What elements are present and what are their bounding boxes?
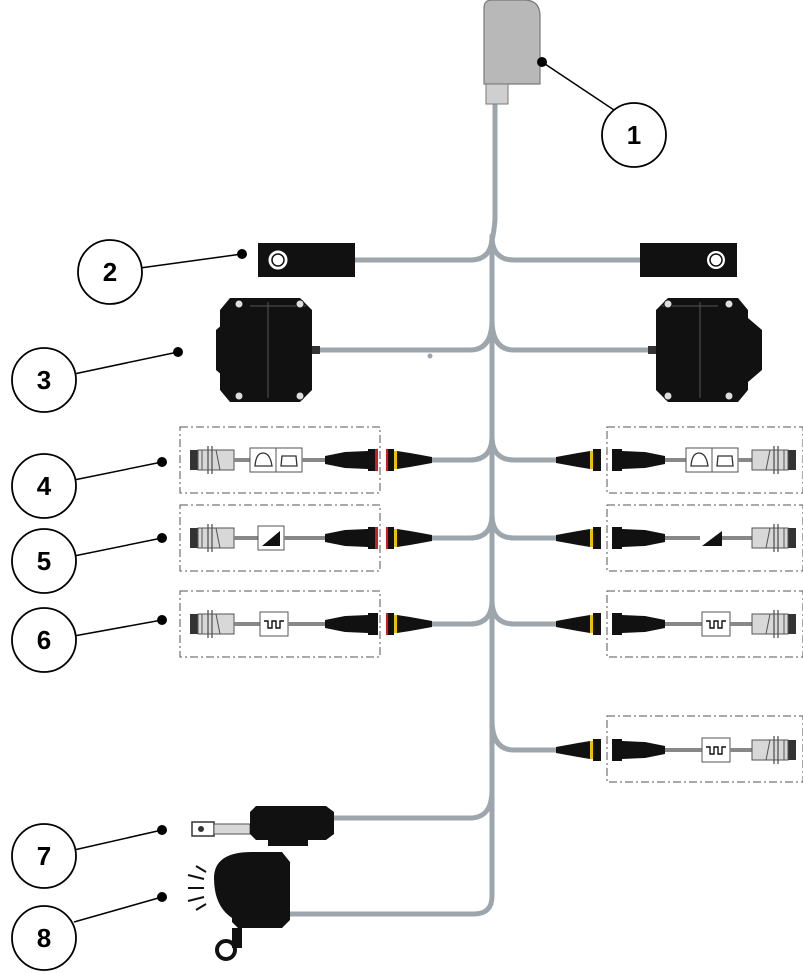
speed-sensor-left	[189, 445, 378, 475]
callout-3: 3	[11, 347, 183, 413]
callout-5: 5	[11, 528, 167, 594]
frame-5-right	[606, 504, 803, 572]
frame-6-left	[179, 590, 381, 658]
main-cable-trunk	[287, 101, 498, 917]
pulse-sensor-left	[189, 609, 378, 639]
plug-4-right	[556, 449, 601, 471]
load-cell-left	[258, 243, 355, 277]
callout-6: 6	[11, 607, 167, 673]
callout-6-number: 6	[37, 625, 51, 655]
plug-5-left	[386, 527, 432, 549]
frame-4-right	[606, 426, 803, 494]
plug-6-right	[556, 613, 601, 635]
callout-5-number: 5	[37, 546, 51, 576]
callout-2: 2	[77, 239, 247, 305]
frame-5-left	[179, 504, 381, 572]
frame-6-right	[606, 590, 803, 658]
callout-1: 1	[537, 57, 667, 168]
branch-cables	[315, 233, 653, 821]
plug-6-left	[386, 613, 432, 635]
plug-extra-right	[556, 739, 601, 761]
callout-8-number: 8	[37, 923, 51, 953]
speed-sensor-right	[612, 445, 797, 475]
work-light	[187, 852, 290, 961]
pulse-sensor-extra-right	[612, 735, 797, 765]
callout-7: 7	[11, 823, 167, 889]
linear-actuator	[191, 806, 334, 846]
actuator-box-left	[216, 298, 320, 402]
position-sensor-left	[189, 523, 378, 553]
frame-4-left	[179, 426, 381, 494]
plug-5-right	[556, 527, 601, 549]
frame-extra-right	[606, 715, 803, 783]
plug-4-left	[386, 449, 432, 471]
callout-2-number: 2	[103, 257, 117, 287]
load-cell-right	[640, 243, 737, 277]
position-sensor-right	[612, 523, 797, 553]
callout-8: 8	[11, 892, 167, 971]
callout-3-number: 3	[37, 365, 51, 395]
callout-1-number: 1	[627, 120, 641, 150]
pulse-sensor-right	[612, 609, 797, 639]
callout-4-number: 4	[37, 471, 52, 501]
callout-7-number: 7	[37, 841, 51, 871]
actuator-box-right	[648, 298, 762, 402]
main-connector	[483, 0, 541, 105]
callout-4: 4	[11, 453, 167, 519]
